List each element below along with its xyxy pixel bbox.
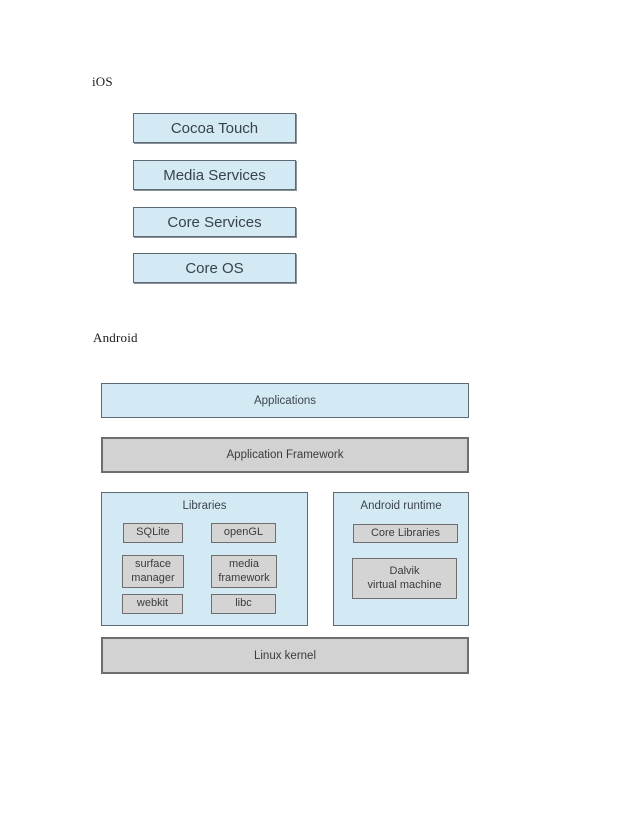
android-layer-linux-kernel: Linux kernel — [101, 637, 469, 674]
android-section-heading: Android — [93, 330, 138, 345]
ios-section-heading: iOS — [92, 74, 113, 89]
library-sqlite: SQLite — [123, 523, 183, 543]
runtime-dalvik-vm: Dalvik virtual machine — [352, 558, 457, 599]
runtime-group-title: Android runtime — [360, 500, 442, 512]
ios-layer-cocoa-touch: Cocoa Touch — [133, 113, 296, 143]
ios-layer-media-services: Media Services — [133, 160, 296, 190]
library-media-framework: media framework — [211, 555, 277, 588]
library-libc: libc — [211, 594, 276, 614]
ios-layer-core-os: Core OS — [133, 253, 296, 283]
library-webkit: webkit — [122, 594, 183, 614]
runtime-core-libraries: Core Libraries — [353, 524, 458, 543]
library-surface-manager: surface manager — [122, 555, 184, 588]
libraries-group-title: Libraries — [182, 500, 227, 512]
android-libraries-group: Libraries SQLite openGL surface manager … — [101, 492, 308, 626]
android-layer-applications: Applications — [101, 383, 469, 418]
ios-layer-core-services: Core Services — [133, 207, 296, 237]
library-opengl: openGL — [211, 523, 276, 543]
android-layer-application-framework: Application Framework — [101, 437, 469, 473]
android-runtime-group: Android runtime Core Libraries Dalvik vi… — [333, 492, 469, 626]
